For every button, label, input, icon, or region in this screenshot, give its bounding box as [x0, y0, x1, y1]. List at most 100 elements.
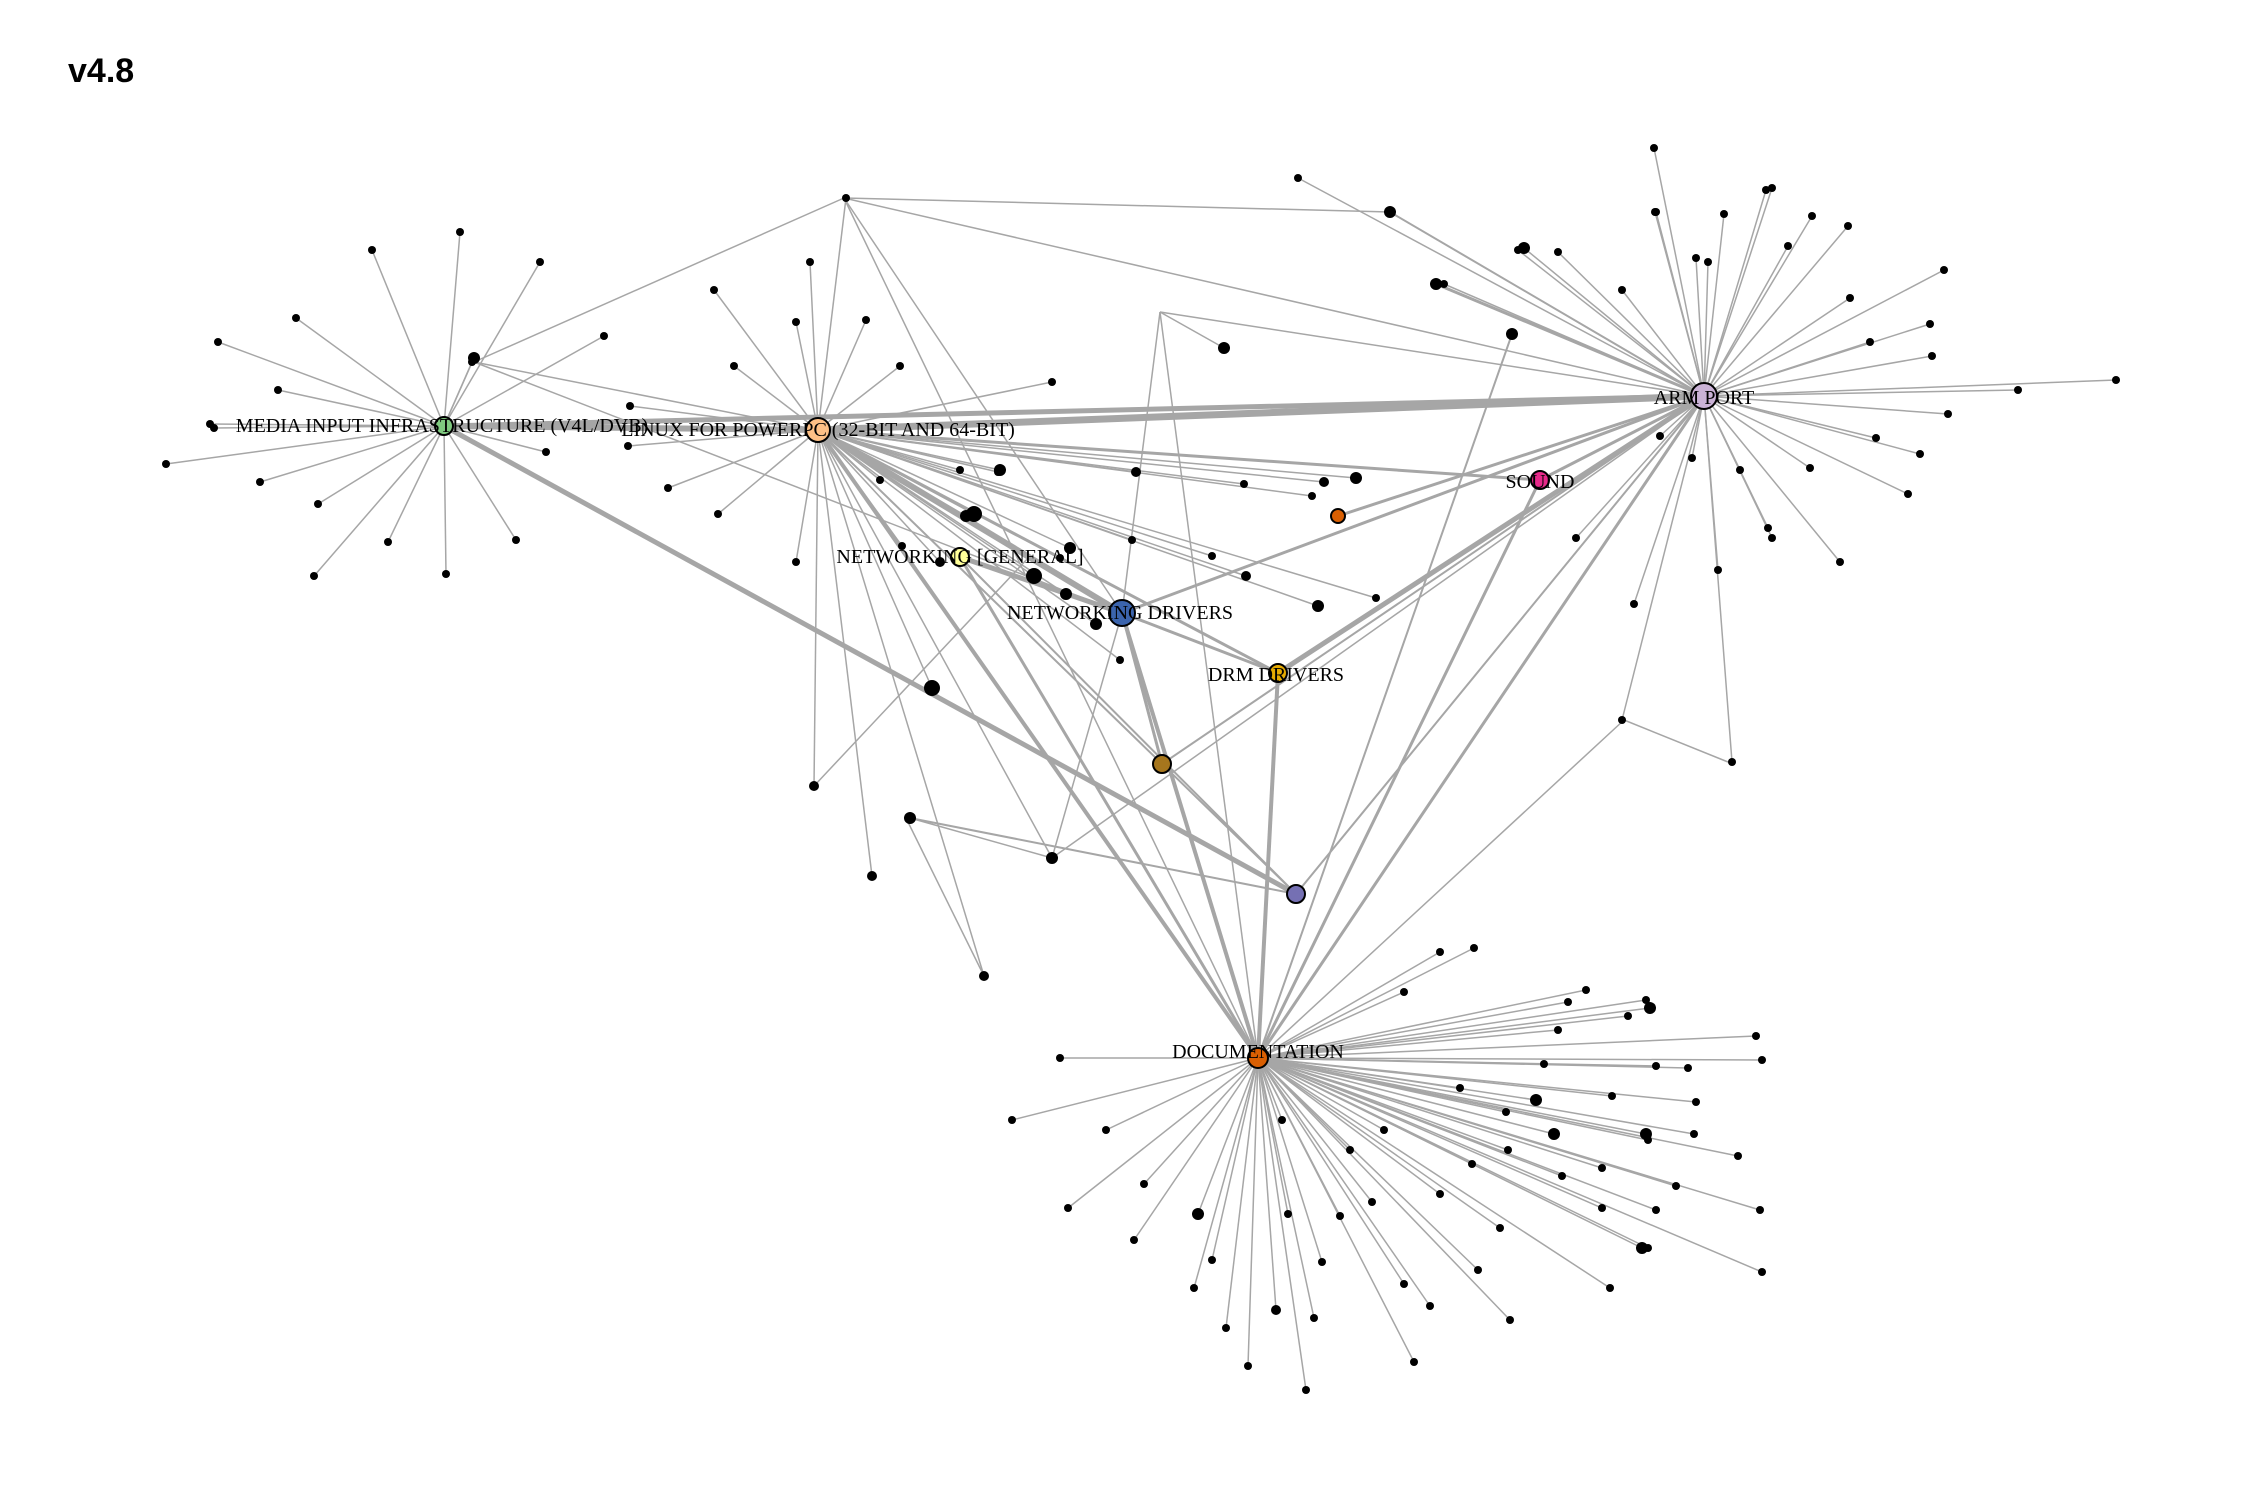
edge	[1621, 289, 1705, 397]
edge	[817, 429, 1137, 473]
edge	[1295, 395, 1705, 895]
leaf-node	[1904, 490, 1912, 498]
leaf-node	[542, 448, 550, 456]
leaf-node	[1060, 588, 1072, 600]
leaf-node	[1318, 1258, 1326, 1266]
leaf-node	[924, 680, 940, 696]
leaf-node	[1470, 944, 1478, 952]
edge	[165, 425, 445, 465]
leaf-node	[1436, 1190, 1444, 1198]
leaf-node	[456, 228, 464, 236]
leaf-node	[1474, 1266, 1482, 1274]
edge	[717, 429, 819, 515]
hub-label-networking-drivers: NETWORKING DRIVERS	[1007, 602, 1233, 624]
leaf-node	[624, 442, 632, 450]
leaf-node	[1944, 410, 1952, 418]
edge	[817, 428, 1279, 675]
leaf-node	[1872, 434, 1880, 442]
edge	[1257, 1057, 1307, 1391]
edge	[1257, 1057, 1643, 1249]
leaf-node	[1368, 1198, 1376, 1206]
hub-label-drm-drivers: DRM DRIVERS	[1208, 664, 1344, 686]
edge	[959, 556, 1297, 895]
edge	[259, 425, 445, 483]
edge	[1257, 1057, 1611, 1289]
leaf-node	[1436, 948, 1444, 956]
edge	[1257, 999, 1647, 1059]
leaf-node	[1506, 1316, 1514, 1324]
edge	[1633, 395, 1705, 605]
edge	[443, 231, 461, 427]
leaf-node	[1426, 1302, 1434, 1310]
hub-label-media-input: MEDIA INPUT INFRASTRUCTURE (V4L/DVB)	[236, 415, 648, 437]
leaf-node	[1518, 242, 1530, 254]
leaf-node	[1808, 212, 1816, 220]
edge	[1703, 379, 2117, 397]
edge	[795, 429, 819, 563]
edge	[1257, 1057, 1441, 1195]
leaf-node	[1240, 480, 1248, 488]
leaf-node	[1756, 1206, 1764, 1214]
edge	[442, 423, 1298, 897]
edge	[1159, 311, 1259, 1059]
leaf-node	[1440, 280, 1448, 288]
leaf-node	[1558, 1172, 1566, 1180]
edge	[1257, 991, 1405, 1059]
leaf-node	[1768, 534, 1776, 542]
edge	[1257, 1015, 1629, 1059]
leaf-node	[1048, 378, 1056, 386]
edge	[443, 425, 517, 541]
leaf-node	[1208, 552, 1216, 560]
leaf-node	[1608, 1092, 1616, 1100]
edge	[1539, 394, 1705, 482]
leaf-node	[792, 558, 800, 566]
edge	[817, 429, 1297, 895]
edge	[1257, 1057, 1283, 1121]
edge	[1435, 282, 1705, 398]
edge	[1257, 1057, 1537, 1101]
edge	[1517, 249, 1705, 397]
edge	[817, 197, 847, 431]
leaf-node	[1312, 600, 1324, 612]
edge	[1703, 187, 1773, 397]
edge	[1257, 1007, 1651, 1059]
leaf-node	[600, 332, 608, 340]
leaf-node	[1336, 1212, 1344, 1220]
edge	[817, 319, 867, 431]
leaf-node	[2112, 376, 2120, 384]
leaf-node	[1026, 568, 1042, 584]
edge	[1703, 245, 1789, 397]
leaf-node	[867, 871, 877, 881]
edge	[813, 429, 819, 787]
leaf-node	[1650, 144, 1658, 152]
leaf-node	[1692, 254, 1700, 262]
leaf-node	[1636, 1242, 1648, 1254]
edge	[713, 289, 819, 431]
hub-node-ppc	[805, 417, 831, 443]
edge	[473, 361, 1123, 614]
hub-node-netgen	[950, 547, 970, 567]
leaf-node	[1506, 328, 1518, 340]
edge	[1256, 395, 1706, 1059]
leaf-node	[1554, 1026, 1562, 1034]
edge	[1211, 1057, 1259, 1261]
edge	[317, 425, 445, 505]
edge	[1121, 394, 1705, 615]
edge	[817, 429, 1325, 483]
edge	[1703, 323, 1931, 397]
edge	[1257, 1057, 1763, 1273]
leaf-node	[1758, 1056, 1766, 1064]
leaf-node	[2014, 386, 2022, 394]
edge	[1257, 947, 1475, 1059]
edge	[1257, 1057, 1511, 1321]
leaf-node	[1140, 1180, 1148, 1188]
edge	[817, 429, 933, 689]
node-layer	[162, 144, 2120, 1394]
hub-label-networking-general: NETWORKING [GENERAL]	[836, 546, 1083, 568]
edge	[1257, 1057, 1351, 1151]
leaf-node	[274, 386, 282, 394]
leaf-node	[664, 484, 672, 492]
edge	[1257, 1057, 1657, 1211]
leaf-node	[1302, 1386, 1310, 1394]
edge	[1257, 1057, 1289, 1215]
